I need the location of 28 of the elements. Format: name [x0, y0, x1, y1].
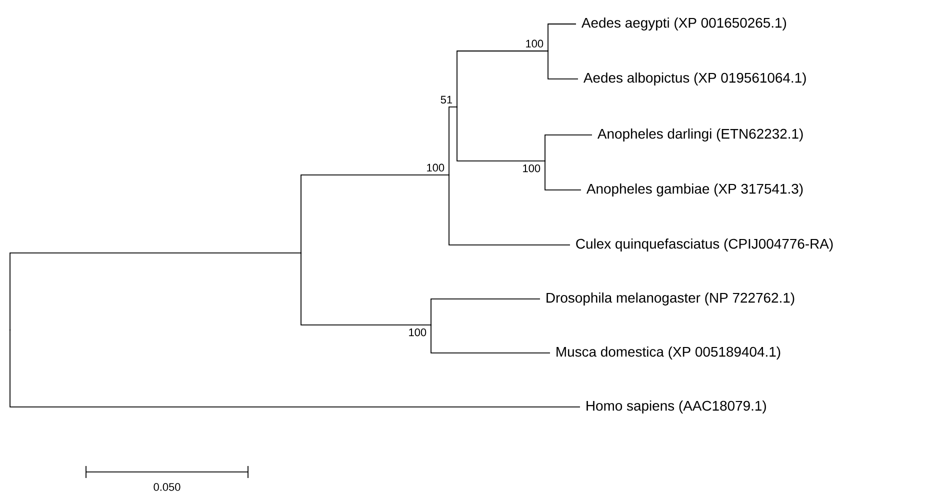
bootstrap-value: 100: [524, 38, 545, 49]
taxon-label: Drosophila melanogaster (NP 722762.1): [546, 292, 794, 306]
tree-branch: [544, 160, 582, 190]
bootstrap-value: 51: [439, 94, 454, 105]
tree-branch: [10, 330, 580, 408]
tree-branch: [544, 134, 592, 162]
tree-branch: [548, 24, 576, 52]
tree-branch: [448, 174, 570, 246]
taxon-label: Homo sapiens (AAC18079.1): [586, 400, 766, 414]
bootstrap-value: 100: [425, 162, 446, 173]
bootstrap-value: 100: [407, 327, 428, 338]
taxon-label: Anopheles gambiae (XP 317541.3): [586, 183, 803, 196]
taxon-label: Aedes albopictus (XP 019561064.1): [583, 72, 806, 86]
tree-branch: [456, 106, 546, 162]
bootstrap-value: 100: [521, 163, 542, 174]
scale-label: 0.050: [154, 483, 180, 491]
taxon-label: Culex quinquefasciatus (CPIJ004776-RA): [576, 238, 833, 252]
tree-branch: [548, 50, 578, 80]
tree-branch: [456, 50, 548, 108]
tree-branch: [10, 252, 302, 330]
taxon-label: Aedes aegypti (XP 001650265.1): [581, 17, 786, 30]
tree-branch: [300, 174, 450, 254]
tree-branch: [430, 298, 540, 326]
taxon-label: Musca domestica (XP 005189404.1): [556, 346, 780, 360]
tree-branch: [448, 106, 458, 176]
tree-branch: [430, 324, 550, 354]
tree-branch: [300, 252, 432, 326]
taxon-label: Anopheles darlingi (ETN62232.1): [597, 128, 803, 142]
